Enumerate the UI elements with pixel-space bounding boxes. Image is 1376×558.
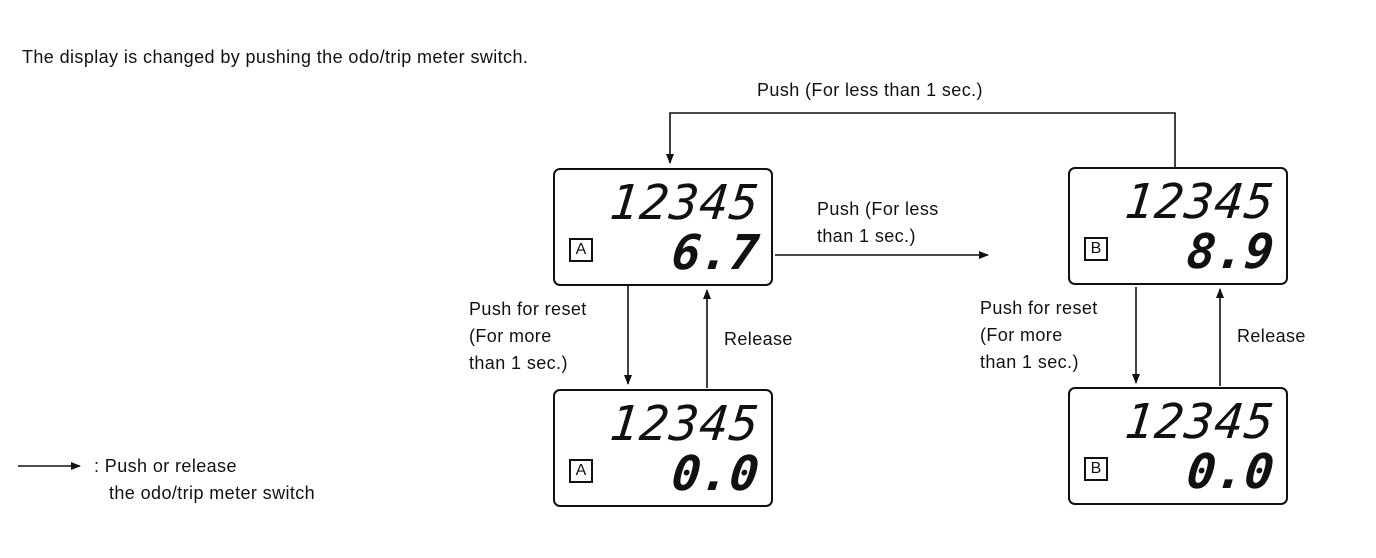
reset-b-label: Push for reset (For more than 1 sec.) (980, 298, 1098, 372)
intro-text: The display is changed by pushing the od… (22, 47, 529, 67)
odometer-readout: 12345 (1121, 394, 1277, 450)
trip-readout: 6.7 (669, 225, 762, 281)
trip-a-indicator: A (569, 459, 593, 483)
odometer-readout: 12345 (606, 396, 762, 452)
lcd-display-a: 12345 A 6.7 (553, 168, 773, 286)
trip-readout: 0.0 (1184, 444, 1277, 500)
trip-readout: 8.9 (1184, 224, 1277, 280)
reset-a-label: Push for reset (For more than 1 sec.) (469, 299, 587, 373)
mid-push-label: Push (For less than 1 sec.) (817, 199, 939, 246)
trip-b-indicator: B (1084, 237, 1108, 261)
odometer-readout: 12345 (606, 175, 762, 231)
trip-b-indicator: B (1084, 457, 1108, 481)
odometer-readout: 12345 (1121, 174, 1277, 230)
release-a-label: Release (724, 329, 793, 349)
trip-a-indicator: A (569, 238, 593, 262)
release-b-label: Release (1237, 326, 1306, 346)
arrow-b-to-a (666, 112, 1176, 167)
top-push-label: Push (For less than 1 sec.) (757, 80, 983, 100)
lcd-display-b: 12345 B 8.9 (1068, 167, 1288, 285)
lcd-display-b-reset: 12345 B 0.0 (1068, 387, 1288, 505)
trip-readout: 0.0 (669, 446, 762, 502)
legend-text: : Push or release the odo/trip meter swi… (94, 456, 316, 503)
lcd-display-a-reset: 12345 A 0.0 (553, 389, 773, 507)
